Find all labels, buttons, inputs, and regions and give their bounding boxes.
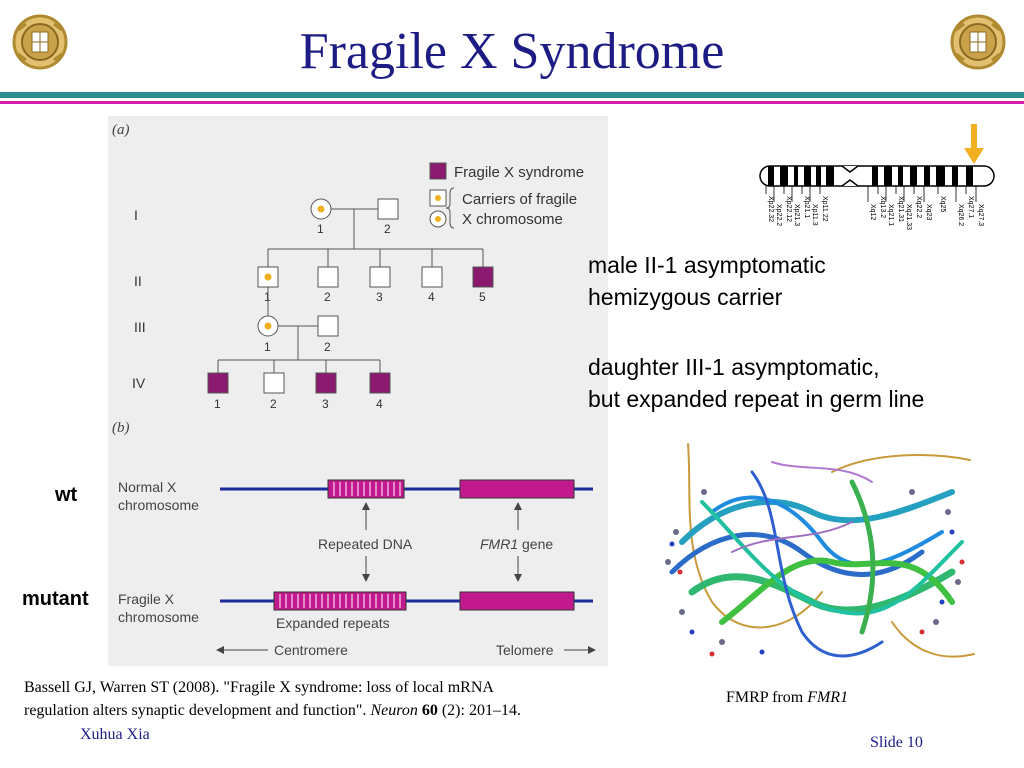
title-bar-teal bbox=[0, 92, 1024, 98]
svg-text:3: 3 bbox=[322, 397, 329, 411]
pedigree-II-2 bbox=[317, 266, 339, 288]
locus-arrow-icon bbox=[971, 124, 977, 150]
telomere-label: Telomere bbox=[496, 642, 554, 658]
svg-text:1: 1 bbox=[317, 222, 324, 236]
mutant-label: mutant bbox=[22, 588, 89, 610]
svg-text:1: 1 bbox=[264, 340, 271, 354]
note-line-4: but expanded repeat in germ line bbox=[588, 386, 925, 412]
svg-text:Xq27.3: Xq27.3 bbox=[977, 204, 984, 226]
svg-text:1: 1 bbox=[214, 397, 221, 411]
pedigree-I-2 bbox=[377, 198, 399, 220]
note-line-2: hemizygous carrier bbox=[588, 284, 783, 310]
title-bar-magenta bbox=[0, 101, 1024, 104]
university-crest-icon bbox=[12, 14, 68, 70]
svg-text:Xp11.3: Xp11.3 bbox=[811, 204, 818, 226]
chromosome-panel: (b) Normal X chromosome Repeated DNA FMR… bbox=[108, 418, 608, 666]
slide-number: Slide 10 bbox=[870, 734, 923, 751]
carrier-dot bbox=[435, 195, 441, 201]
panel-b-label: (b) bbox=[112, 420, 130, 436]
carrier-dot bbox=[435, 216, 441, 222]
protein-caption: FMRP from FMR1 bbox=[726, 689, 849, 706]
svg-text:4: 4 bbox=[428, 290, 435, 304]
pedigree-IV-2 bbox=[263, 372, 285, 394]
fragile-x-label-1: Fragile X bbox=[118, 591, 175, 607]
svg-text:3: 3 bbox=[376, 290, 383, 304]
svg-text:Xq22.2: Xq22.2 bbox=[915, 196, 922, 218]
svg-text:Xq21.31: Xq21.31 bbox=[897, 196, 904, 222]
svg-text:Xq21.1: Xq21.1 bbox=[887, 204, 894, 226]
svg-text:Xq27.1: Xq27.1 bbox=[967, 196, 974, 218]
pedigree-III-2 bbox=[317, 315, 339, 337]
normal-fmr1-gene-block bbox=[459, 479, 575, 499]
note-line-3: daughter III-1 asymptomatic, bbox=[588, 354, 880, 380]
svg-text:2: 2 bbox=[324, 340, 331, 354]
gen-label-I: I bbox=[134, 207, 138, 223]
svg-text:Xq21.33: Xq21.33 bbox=[905, 204, 912, 230]
fragile-fmr1-gene-block bbox=[459, 591, 575, 611]
pedigree-IV-1 bbox=[207, 372, 229, 394]
carrier-dot bbox=[317, 205, 325, 213]
slide-title: Fragile X Syndrome bbox=[299, 23, 725, 80]
svg-text:Xp22.2: Xp22.2 bbox=[775, 204, 782, 226]
expanded-repeats-label: Expanded repeats bbox=[276, 615, 390, 631]
svg-text:Xp11.22: Xp11.22 bbox=[821, 196, 828, 222]
gen-label-IV: IV bbox=[132, 375, 146, 391]
pedigree-panel: (a) I II III IV Fragile X syndrome Carri… bbox=[108, 116, 608, 418]
svg-text:Xp21.3: Xp21.3 bbox=[793, 204, 800, 226]
svg-text:Xq12: Xq12 bbox=[869, 204, 876, 220]
svg-text:2: 2 bbox=[384, 222, 391, 236]
svg-text:Xq13.2: Xq13.2 bbox=[879, 196, 886, 218]
svg-text:Xp22.12: Xp22.12 bbox=[785, 196, 792, 222]
svg-text:Xq26.2: Xq26.2 bbox=[957, 204, 964, 226]
note-line-1: male II-1 asymptomatic bbox=[588, 252, 826, 278]
svg-text:Xp21.1: Xp21.1 bbox=[803, 196, 810, 218]
carrier-dot bbox=[264, 322, 272, 330]
panel-a-label: (a) bbox=[112, 122, 130, 138]
legend-carrier-label-2: X chromosome bbox=[462, 211, 563, 228]
svg-text:Xq25: Xq25 bbox=[939, 196, 946, 212]
legend-affected-label: Fragile X syndrome bbox=[454, 164, 584, 181]
pedigree-II-3 bbox=[369, 266, 391, 288]
normal-x-label-2: chromosome bbox=[118, 497, 199, 513]
svg-text:5: 5 bbox=[479, 290, 486, 304]
gen-label-III: III bbox=[134, 319, 146, 335]
pedigree-IV-3 bbox=[315, 372, 337, 394]
svg-text:Xq23: Xq23 bbox=[925, 204, 932, 220]
pedigree-II-5 bbox=[472, 266, 494, 288]
legend-carrier-label-1: Carriers of fragile bbox=[462, 191, 577, 208]
gen-label-II: II bbox=[134, 273, 142, 289]
author-footer: Xuhua Xia bbox=[80, 726, 150, 743]
svg-text:2: 2 bbox=[270, 397, 277, 411]
svg-text:4: 4 bbox=[376, 397, 383, 411]
citation-line-1: Bassell GJ, Warren ST (2008). "Fragile X… bbox=[24, 679, 494, 696]
university-crest-icon bbox=[950, 14, 1006, 70]
pedigree-IV-4 bbox=[369, 372, 391, 394]
citation-line-2: regulation alters synaptic development a… bbox=[24, 702, 521, 719]
wt-label: wt bbox=[55, 484, 78, 506]
carrier-dot bbox=[264, 273, 272, 281]
legend-affected-symbol bbox=[429, 162, 447, 180]
svg-text:2: 2 bbox=[324, 290, 331, 304]
normal-repeat-block bbox=[327, 479, 405, 499]
fmr1-gene-label: FMR1 gene bbox=[480, 536, 553, 552]
fragile-x-label-2: chromosome bbox=[118, 609, 199, 625]
svg-text:Xp22.32: Xp22.32 bbox=[767, 196, 774, 222]
centromere-label: Centromere bbox=[274, 642, 348, 658]
repeated-dna-label: Repeated DNA bbox=[318, 536, 413, 552]
x-chromosome-ideogram: Xp22.32 Xp22.2 Xp22.12 Xp21.3 Xp21.1 Xp1… bbox=[759, 124, 995, 230]
legend-bracket bbox=[445, 187, 455, 229]
fmrp-protein-structure bbox=[665, 443, 975, 658]
pedigree-II-4 bbox=[421, 266, 443, 288]
normal-x-label-1: Normal X bbox=[118, 479, 177, 495]
